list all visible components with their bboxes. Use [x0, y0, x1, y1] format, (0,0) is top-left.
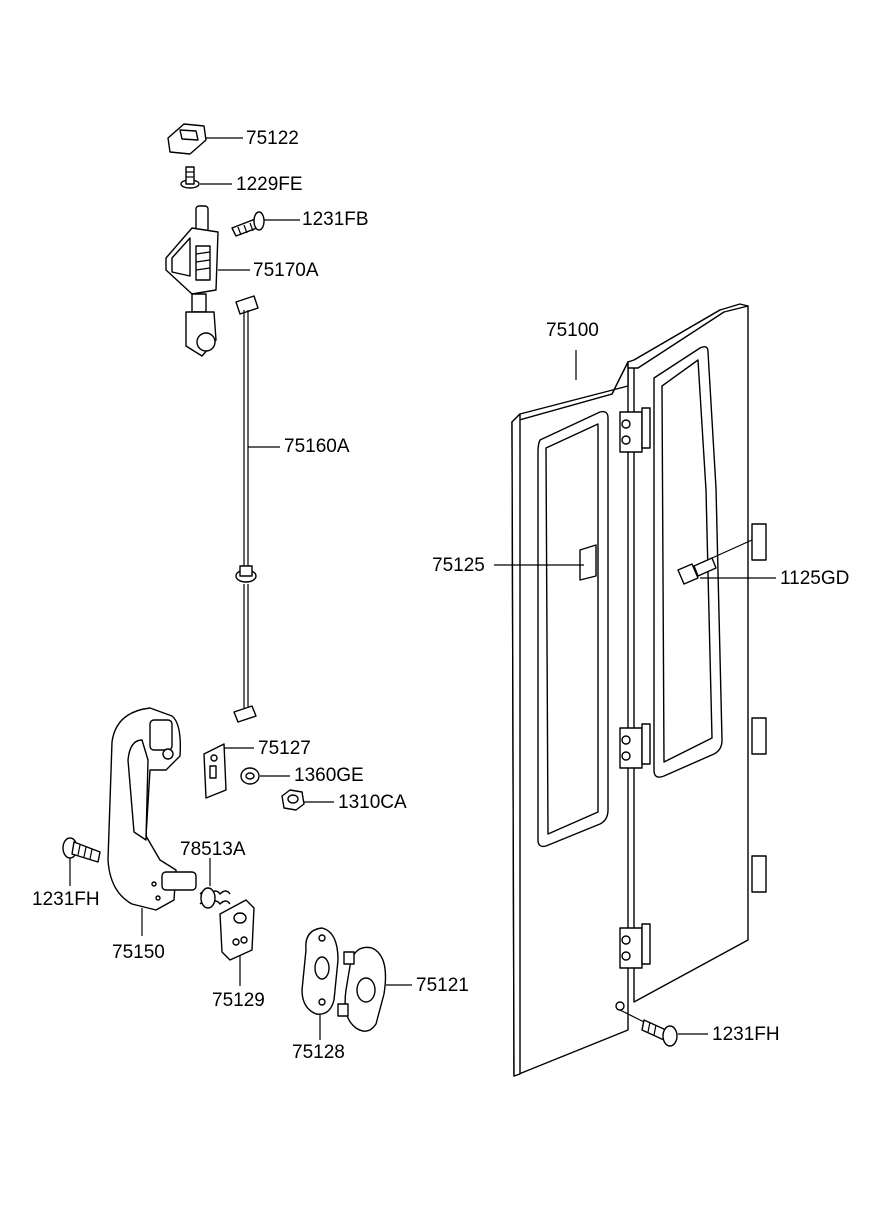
label-75127: 75127	[258, 738, 311, 759]
hinge-upper	[619, 407, 651, 453]
part-75127-plate	[203, 743, 254, 799]
label-1231FB: 1231FB	[302, 209, 369, 230]
label-75100: 75100	[546, 320, 599, 341]
part-75160A-rod	[233, 295, 280, 723]
part-75121-bracket	[337, 946, 412, 1032]
label-75150: 75150	[112, 942, 165, 963]
label-75122: 75122	[246, 128, 299, 149]
part-75128-plate	[301, 927, 339, 1040]
part-1231FH-screw-left	[62, 837, 101, 886]
part-75122-clip	[167, 123, 243, 155]
label-1229FE: 1229FE	[236, 174, 303, 195]
label-75160A: 75160A	[284, 436, 350, 457]
hinge-middle	[619, 723, 651, 769]
part-1125GD-bolt	[677, 539, 776, 585]
label-75121: 75121	[416, 975, 469, 996]
label-1360GE: 1360GE	[294, 765, 364, 786]
label-75125: 75125	[432, 555, 485, 576]
label-75129: 75129	[212, 990, 265, 1011]
part-75129-plate	[219, 899, 255, 986]
part-75150-handle	[107, 707, 197, 936]
part-1231FB-screw	[231, 211, 300, 237]
part-78513A-spring	[199, 858, 231, 909]
part-75100-door-assembly	[511, 303, 767, 1077]
label-1310CA: 1310CA	[338, 792, 407, 813]
label-1125GD: 1125GD	[780, 568, 850, 589]
part-1231FH-screw-right	[615, 1001, 708, 1047]
part-1229FE-screw	[180, 166, 232, 189]
hinge-lower	[619, 923, 651, 969]
label-1231FH-right: 1231FH	[712, 1024, 780, 1045]
part-1310CA-nut	[281, 789, 334, 811]
part-75170A-latch	[165, 205, 250, 357]
part-1360GE-washer	[240, 767, 290, 785]
label-78513A: 78513A	[180, 839, 246, 860]
label-75170A: 75170A	[253, 260, 319, 281]
label-1231FH-left: 1231FH	[32, 889, 100, 910]
label-75128: 75128	[292, 1042, 345, 1063]
